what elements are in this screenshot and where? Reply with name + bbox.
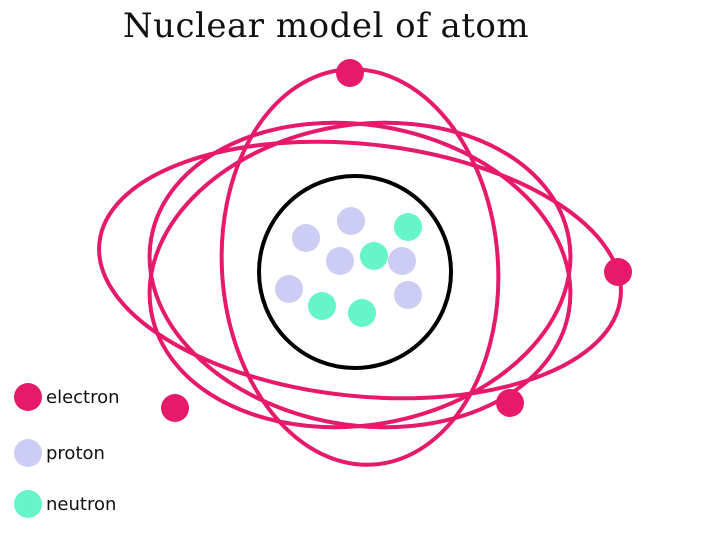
neutron-swatch <box>14 490 42 518</box>
neutron <box>360 242 388 270</box>
proton <box>337 207 365 235</box>
electron-orbits <box>97 67 623 467</box>
orbit-2 <box>147 120 573 430</box>
legend-proton: proton <box>14 438 105 468</box>
legend-neutron-label: neutron <box>46 493 117 515</box>
proton <box>292 224 320 252</box>
neutron <box>308 292 336 320</box>
electron <box>604 258 632 286</box>
legend-proton-label: proton <box>46 442 105 464</box>
electrons <box>161 59 632 422</box>
proton <box>394 281 422 309</box>
protons <box>275 207 422 309</box>
neutrons <box>308 213 422 327</box>
electron <box>496 389 524 417</box>
legend-electron-label: electron <box>46 386 120 408</box>
orbit-3 <box>147 120 573 430</box>
electron <box>161 394 189 422</box>
proton <box>326 247 354 275</box>
proton <box>388 247 416 275</box>
legend-electron: electron <box>14 382 120 412</box>
proton <box>275 275 303 303</box>
neutron <box>394 213 422 241</box>
electron-swatch <box>14 383 42 411</box>
electron <box>336 59 364 87</box>
diagram-title: Nuclear model of atom <box>122 6 530 46</box>
legend-neutron: neutron <box>14 489 116 519</box>
orbit-1 <box>97 139 623 401</box>
neutron <box>348 299 376 327</box>
proton-swatch <box>14 439 42 467</box>
nucleus-boundary <box>257 174 453 370</box>
